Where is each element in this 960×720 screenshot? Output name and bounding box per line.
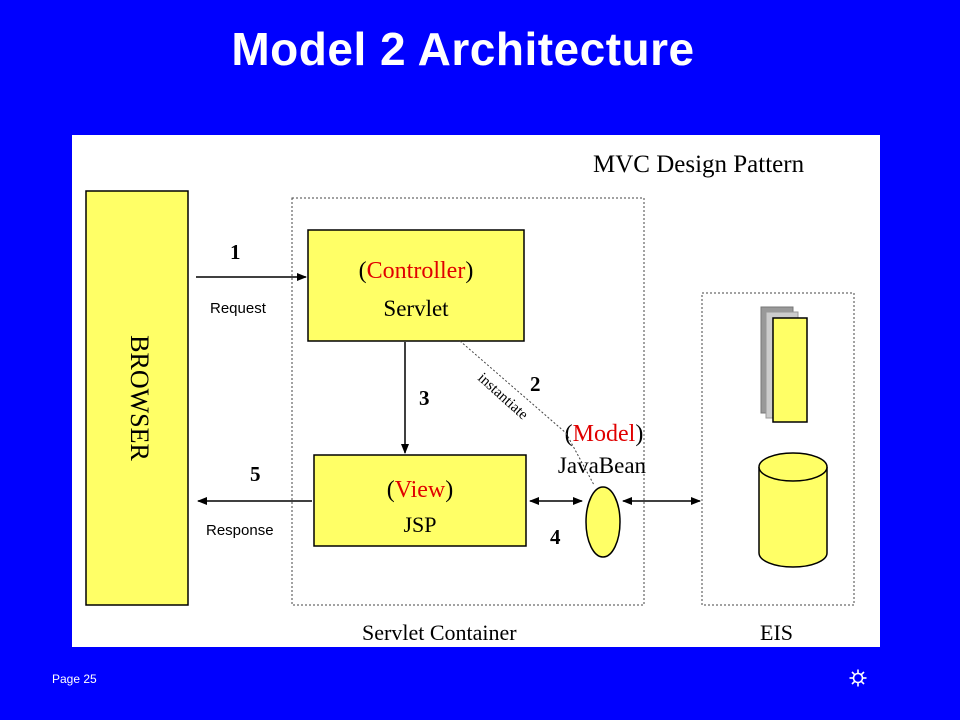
view-role: View [395, 477, 446, 503]
step-2-label: 2 [530, 372, 541, 396]
instantiate-line [459, 340, 567, 434]
model-name: JavaBean [558, 453, 647, 478]
database-icon [758, 452, 828, 568]
model-label: (Model) [565, 421, 644, 447]
eis-doc-front [772, 317, 808, 423]
page-number-value: 25 [83, 672, 97, 686]
gear-icon [849, 669, 867, 687]
browser-label: BROWSER [125, 335, 154, 461]
servlet-container [291, 197, 645, 606]
response-label: Response [206, 522, 274, 539]
mvc-diagram: MVC Design Pattern BROWSER Servlet Conta… [72, 135, 880, 647]
servlet-container-label: Servlet Container [362, 620, 517, 645]
instantiate-line-2 [565, 432, 595, 486]
view-box [313, 454, 527, 547]
controller-role: Controller [367, 258, 466, 284]
browser-box [85, 190, 189, 606]
step-3-label: 3 [419, 386, 430, 410]
view-name: JSP [403, 512, 436, 537]
eis-container [701, 292, 855, 606]
view-label: (View) [387, 477, 454, 503]
step-1-label: 1 [230, 240, 241, 264]
request-label: Request [210, 300, 267, 317]
page-label: Page [52, 672, 81, 686]
pattern-title: MVC Design Pattern [593, 151, 805, 178]
model-role: Model [573, 421, 636, 447]
step-4-label: 4 [550, 525, 561, 549]
slide-title: Model 2 Architecture [231, 23, 695, 75]
javabean-shape [585, 486, 621, 558]
controller-name: Servlet [383, 296, 449, 321]
page-number: Page 25 [52, 672, 97, 686]
controller-label: (Controller) [359, 258, 474, 284]
step-5-label: 5 [250, 462, 261, 486]
controller-box [307, 229, 525, 342]
eis-label: EIS [760, 620, 793, 645]
